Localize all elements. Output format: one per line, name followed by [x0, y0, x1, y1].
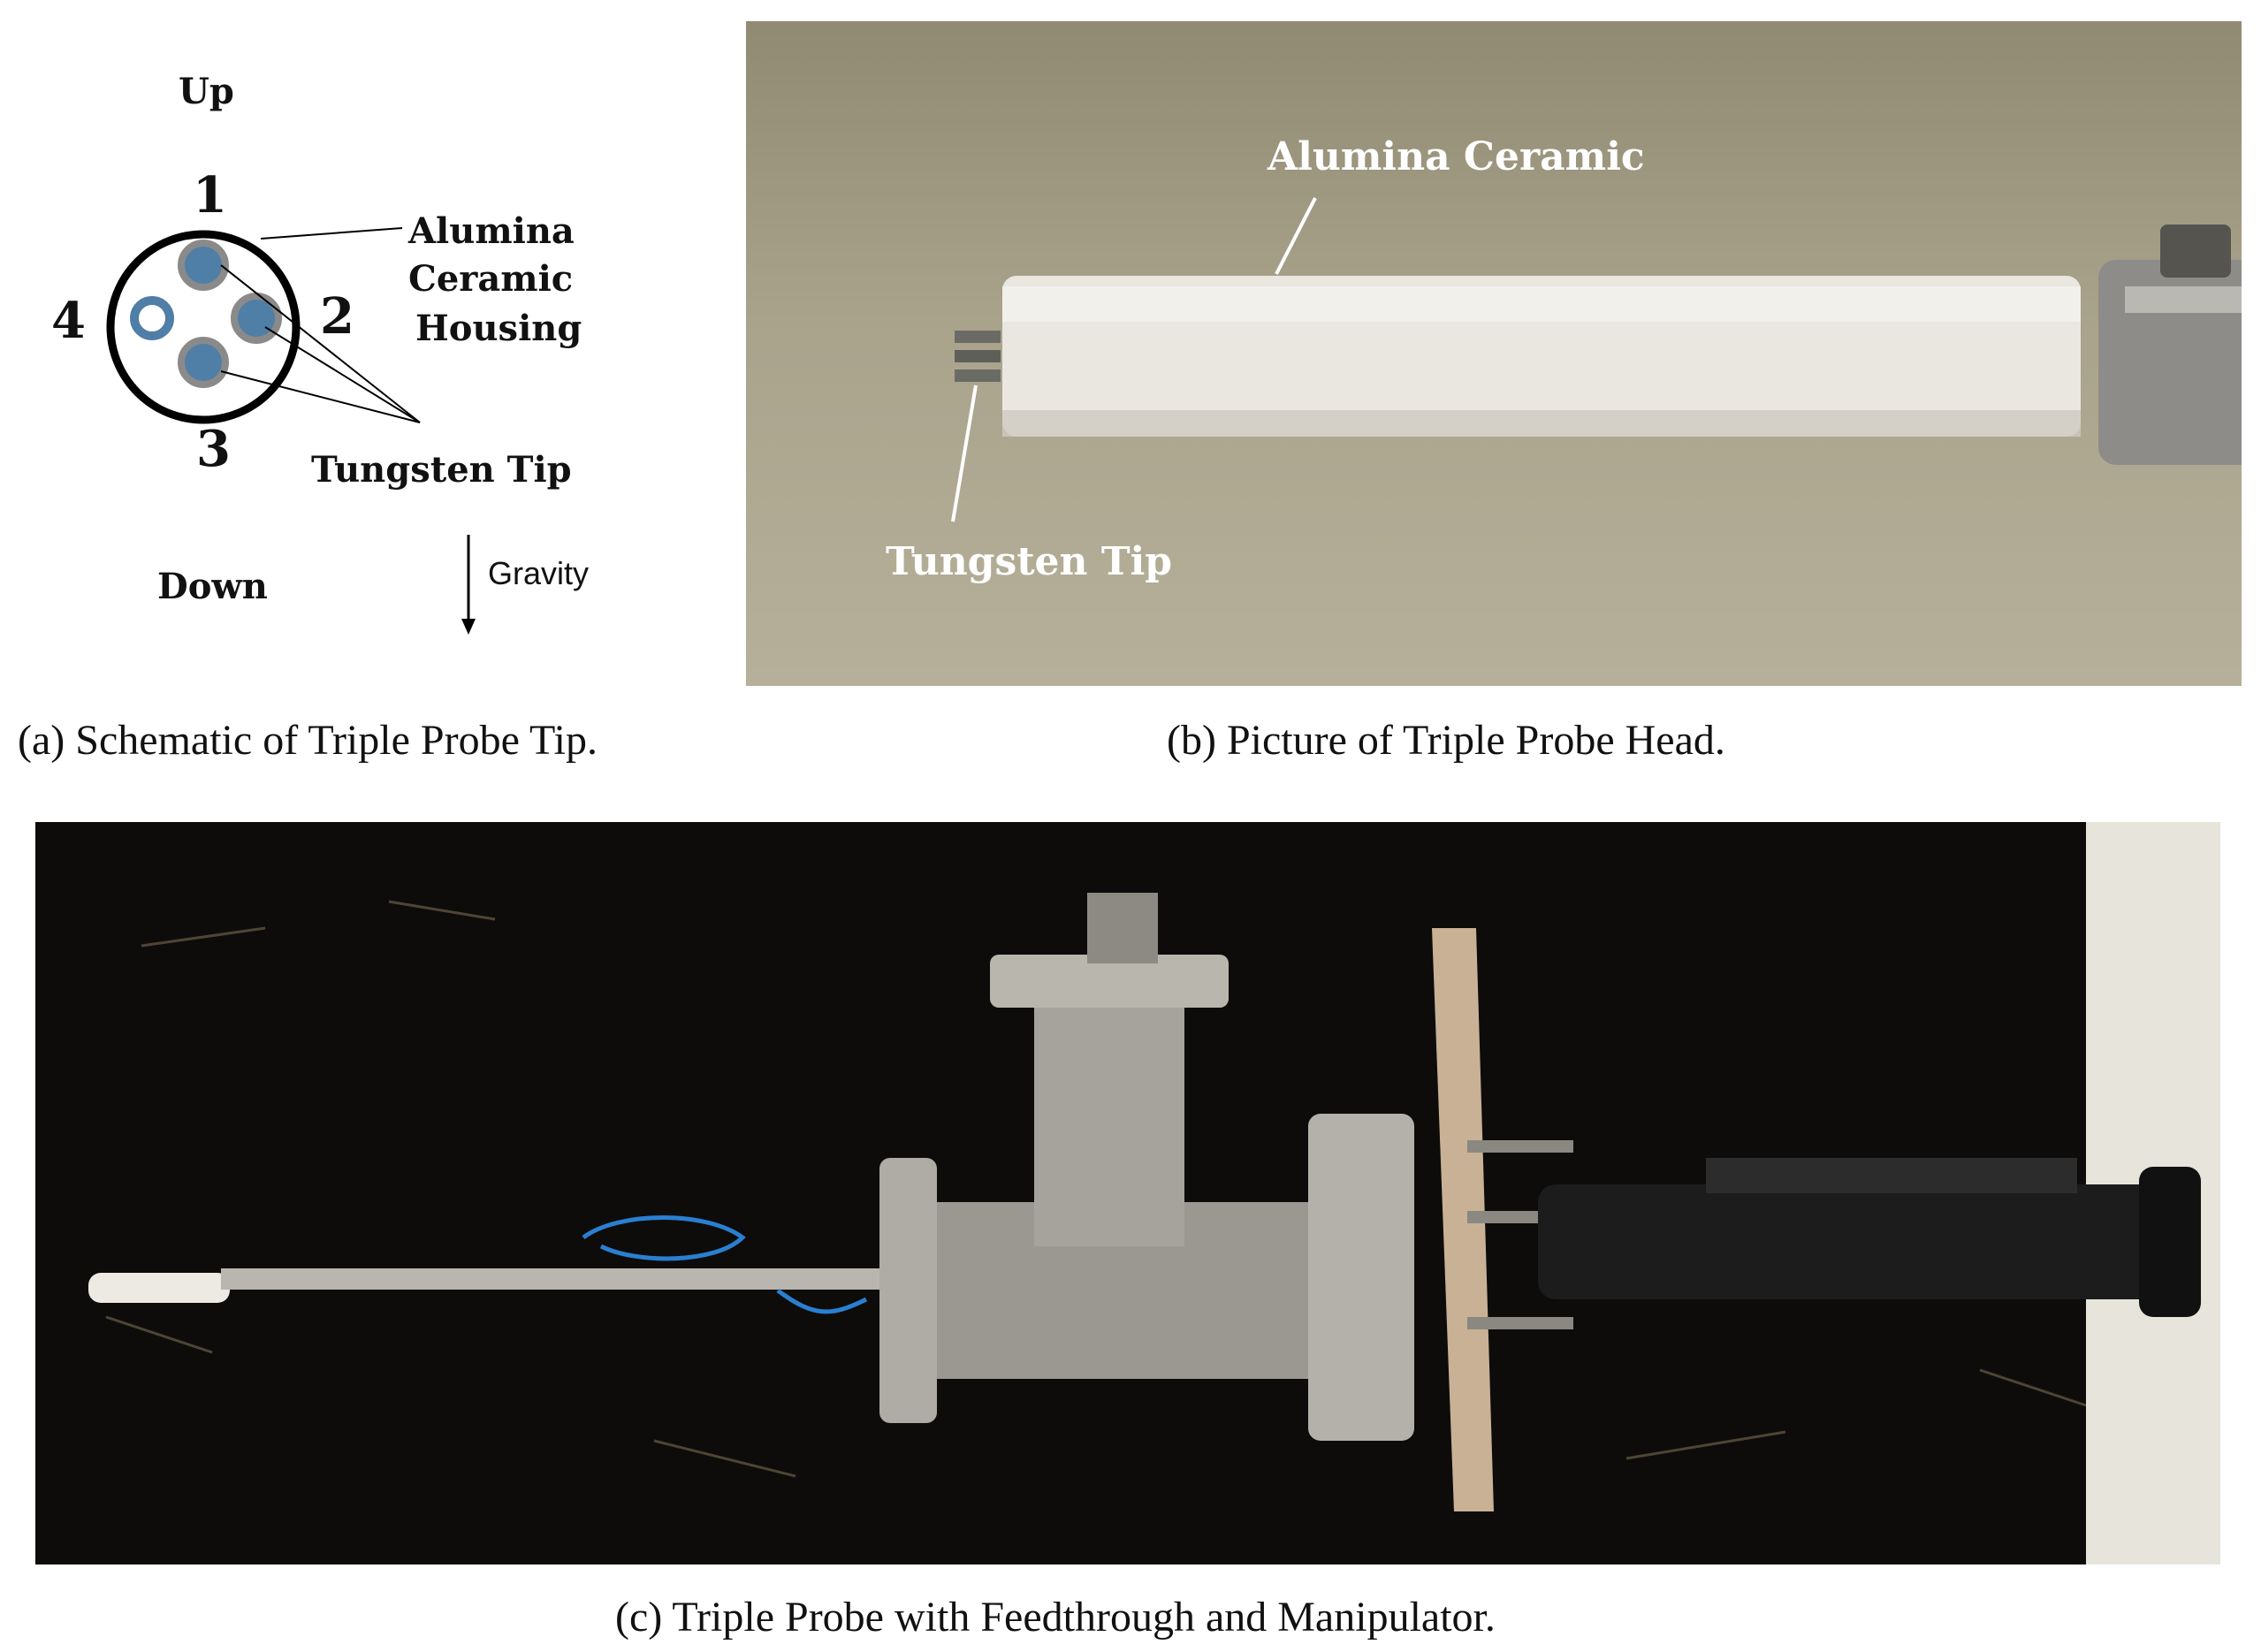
- tungsten-tip-lower: [955, 369, 1001, 382]
- threaded-rod-lower: [1467, 1317, 1573, 1329]
- pin-4-label: 4: [51, 292, 86, 350]
- caption-c: (c) Triple Probe with Feedthrough and Ma…: [615, 1594, 1496, 1641]
- tip-leader: [951, 384, 978, 522]
- manipulator-knob: [2139, 1167, 2201, 1317]
- probe-assembly-photo: [35, 822, 2220, 1564]
- probe-head-photo: Alumina Ceramic Tungsten Tip: [746, 21, 2242, 686]
- housing-label-line-3: Housing: [415, 308, 582, 349]
- ceramic-shadow: [1002, 410, 2081, 437]
- ceramic-tip: [88, 1273, 230, 1303]
- tip-leader-3: [220, 370, 421, 423]
- pin-2-label: 2: [320, 287, 354, 346]
- housing-circle: [106, 230, 301, 424]
- wooden-plate: [1432, 928, 1494, 1511]
- gravity-label: Gravity: [488, 555, 590, 591]
- manipulator-scale: [1706, 1158, 2077, 1193]
- right-flange: [1308, 1114, 1414, 1441]
- ceramic-highlight: [1002, 286, 2081, 322]
- probe-head-illustration: [951, 197, 2242, 522]
- blue-wire-upper: [582, 1215, 746, 1261]
- tip-label: Tungsten Tip: [311, 449, 572, 491]
- pin-1-label: 1: [193, 166, 227, 225]
- pin-4: [130, 296, 174, 340]
- pin-3-label: 3: [196, 420, 231, 478]
- pin-1: [178, 240, 229, 291]
- caption-b: (b) Picture of Triple Probe Head.: [1167, 717, 1725, 764]
- left-flange: [879, 1158, 937, 1423]
- manipulator-body: [1538, 1184, 2174, 1299]
- set-screw: [2160, 225, 2231, 278]
- probe-tip-schematic: [106, 227, 476, 635]
- top-flange: [990, 955, 1229, 1008]
- housing-label-line-1: Alumina: [408, 210, 575, 252]
- blue-wire-lower: [776, 1288, 868, 1314]
- tee-vertical: [1034, 981, 1184, 1246]
- pin-2: [231, 293, 282, 344]
- tip-leader-1: [220, 264, 421, 423]
- ceramic-leader: [1275, 197, 1317, 275]
- schematic-panel: Up Down Gravity 1 2 3 4 Alumina Ceramic …: [0, 0, 725, 698]
- ceramic-label: Alumina Ceramic: [1268, 134, 1645, 179]
- tungsten-tip-upper: [955, 331, 1001, 343]
- collar-highlight: [2125, 286, 2242, 313]
- caption-a: (a) Schematic of Triple Probe Tip.: [18, 717, 598, 764]
- pin-3: [178, 337, 229, 388]
- top-feedthrough: [1087, 893, 1158, 963]
- housing-label-line-2: Ceramic: [408, 258, 574, 300]
- gravity-arrow-head: [461, 619, 476, 635]
- housing-leader: [260, 227, 403, 240]
- threaded-rod-upper: [1467, 1140, 1573, 1153]
- probe-assembly-illustration: [88, 822, 2220, 1564]
- tungsten-tip-middle: [955, 350, 1001, 362]
- down-label: Down: [157, 566, 268, 607]
- probe-shaft: [221, 1268, 902, 1290]
- tip-leader-2: [264, 326, 421, 423]
- tungsten-tip-label: Tungsten Tip: [886, 539, 1173, 584]
- up-label: Up: [179, 71, 234, 112]
